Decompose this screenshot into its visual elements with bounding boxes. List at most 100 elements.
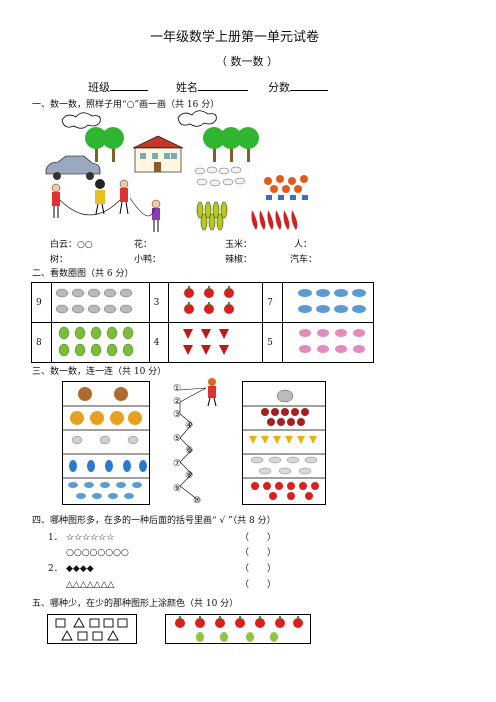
left-picture-box (62, 381, 150, 505)
fruit-group (175, 616, 303, 642)
parrot-icon (58, 326, 134, 357)
answer-bracket[interactable]: （ ） (240, 580, 277, 590)
triangle-icon (61, 630, 73, 641)
tree-icon (237, 127, 259, 162)
triangle-icon (107, 630, 119, 641)
duck-icon (55, 288, 133, 314)
cloud-icon (177, 110, 217, 127)
answer-people: 人： (294, 240, 313, 250)
circled-number[interactable]: ⑨ (173, 484, 182, 494)
number-path-lines (179, 378, 217, 501)
square-icon (55, 618, 66, 628)
tree-icon (203, 127, 225, 162)
cloud-icon (61, 112, 101, 129)
children-icon (51, 179, 161, 232)
circled-number[interactable]: ⑩ (193, 496, 202, 506)
apple-icon (184, 286, 235, 314)
section3-heading: 三、数一数，连一连（共 10 分） (32, 367, 167, 377)
right-pictures (243, 389, 325, 500)
tiger-icon (70, 411, 142, 425)
picture-cell-apples[interactable] (168, 282, 264, 323)
tree-icon (102, 127, 124, 162)
circled-number[interactable]: ⑥ (185, 446, 194, 456)
answer-peppers: 辣椒： (225, 255, 253, 265)
shapes-group (55, 617, 128, 641)
score-blank[interactable] (290, 80, 328, 91)
page-title: 一年级数学上册第一单元试卷 (150, 30, 320, 45)
section4-heading: 四、哪种图形多，在多的一种后面的括号里画“ √ ”（共 8 分） (32, 516, 276, 526)
chili-pepper-icon (251, 210, 298, 230)
cup-icon (249, 436, 317, 444)
corn-icon (196, 201, 228, 231)
item-number: 1． (48, 533, 63, 543)
girl-icon (207, 378, 217, 407)
circled-number[interactable]: ② (173, 397, 182, 407)
square-icon (77, 631, 88, 641)
circled-number[interactable]: ⑦ (173, 459, 182, 469)
pear-icon (196, 632, 278, 642)
fruit-color-box[interactable] (165, 614, 311, 644)
number-cell: 7 (262, 282, 283, 323)
circled-number[interactable]: ④ (185, 421, 194, 431)
score-label: 分数 (268, 81, 290, 94)
picture-cell-strawberries[interactable] (168, 322, 264, 363)
house-icon (132, 135, 184, 173)
answer-trees: 树： (50, 255, 69, 265)
blue-bird-icon (298, 289, 366, 313)
circled-number[interactable]: ③ (173, 410, 182, 420)
square-icon (92, 631, 103, 641)
square-icon (103, 618, 114, 628)
bird-icon (68, 482, 142, 499)
shape-color-box[interactable] (47, 614, 137, 644)
score-field: 分数 (268, 80, 328, 94)
answer-flowers: 花： (134, 240, 153, 250)
answer-bracket[interactable]: （ ） (240, 564, 277, 574)
answer-clouds: 白云：○○ (50, 240, 93, 250)
circled-number[interactable]: ⑧ (185, 471, 194, 481)
number-cell: 3 (148, 282, 170, 323)
section5-heading: 五、哪种少，在少的那种图形上涂颜色（共 10 分） (32, 599, 239, 609)
shape-row-stars: ☆☆☆☆☆☆ (66, 533, 115, 543)
penguin-icon (69, 460, 147, 472)
flower-pots-icon (264, 175, 308, 200)
class-field: 班级 (88, 80, 148, 94)
strawberry-icon (183, 329, 230, 355)
tree-icon (220, 127, 242, 162)
number-cell: 8 (31, 322, 52, 363)
pink-bird-icon (299, 329, 365, 353)
section1-heading: 一、数一数，照样子用“○”画一画（共 16 分） (32, 100, 220, 110)
teapot-icon (276, 389, 294, 403)
shape-row-circles: ○○○○○○○○ (66, 548, 129, 558)
car-icon (45, 155, 101, 180)
page-subtitle: （ 数一数 ） (216, 55, 278, 68)
answer-corn: 玉米： (225, 240, 253, 250)
class-blank[interactable] (110, 80, 148, 91)
picture-cell-ducks[interactable] (50, 282, 150, 323)
answer-bracket[interactable]: （ ） (240, 533, 277, 543)
square-icon (117, 618, 128, 628)
count-circle-table: 9 3 7 (31, 282, 374, 363)
answer-ducks: 小鸭： (134, 255, 162, 265)
name-field: 姓名 (176, 80, 248, 94)
ostrich-icon (71, 435, 139, 445)
counting-scene (45, 110, 308, 232)
picture-cell-blue-birds[interactable] (282, 282, 374, 323)
name-label: 姓名 (176, 81, 198, 94)
answer-bracket[interactable]: （ ） (240, 548, 277, 558)
number-cell: 5 (262, 322, 283, 363)
item-number: 2． (48, 564, 63, 574)
left-pictures (63, 387, 149, 499)
fish-icon (250, 456, 318, 475)
tree-icon (85, 127, 107, 162)
circled-number[interactable]: ① (173, 384, 182, 394)
picture-cell-pink-birds[interactable] (282, 322, 374, 363)
name-blank[interactable] (198, 80, 248, 91)
answer-cars: 汽车： (290, 255, 318, 265)
picture-cell-parrots[interactable] (50, 322, 150, 363)
circled-number[interactable]: ⑤ (173, 434, 182, 444)
number-cell: 4 (148, 322, 170, 363)
shape-row-triangles: △△△△△△△ (66, 580, 115, 590)
duck-flock-icon (194, 166, 246, 187)
apple-icon (175, 618, 303, 628)
monkey-icon (78, 387, 128, 401)
